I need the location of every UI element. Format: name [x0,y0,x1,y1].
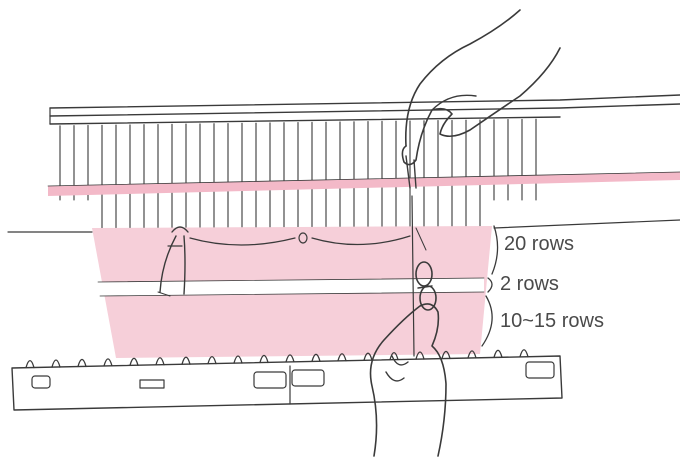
pink-rail [48,172,680,196]
comb-tooth [182,357,190,364]
comb-bar-icon [12,350,562,410]
label-10-15-rows: 10~15 rows [500,311,604,331]
comb-tooth [52,360,60,367]
needle-bed [60,119,536,228]
comb-tooth [260,355,268,362]
comb-tooth [26,361,34,368]
label-2-rows: 2 rows [500,274,559,294]
comb-tooth [520,350,528,357]
comb-tooth [208,357,216,364]
comb-tooth [494,350,502,357]
label-20-rows: 20 rows [504,234,574,254]
comb-tooth [130,358,138,365]
machine-rails [8,95,680,232]
comb-tooth [78,359,86,366]
comb-tooth [234,356,242,363]
comb-tooth [104,359,112,366]
comb-tooth [156,358,164,365]
